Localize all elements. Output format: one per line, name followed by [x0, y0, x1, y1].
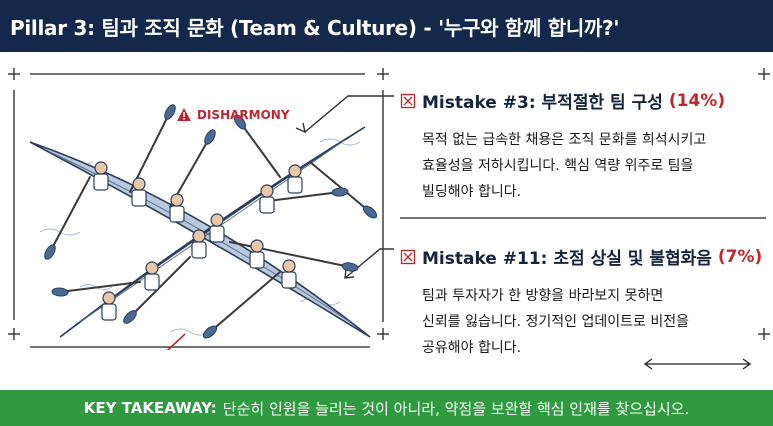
checkbox-x-icon: [400, 249, 416, 264]
mistake-title: Mistake #11: 초점 상실 및 불협화음 (7%): [400, 244, 762, 269]
key-takeaway-text: 단순히 인원을 늘리는 것이 아니라, 약점을 보완할 핵심 인재를 찾으십시오…: [222, 399, 690, 418]
content-area: DISHARMONY Mistake #3: 부적절한 팀 구성 (14%) 목…: [0, 52, 773, 390]
disharmony-warning: DISHARMONY: [176, 107, 290, 122]
checkbox-x-icon: [400, 93, 416, 108]
warning-label: DISHARMONY: [197, 107, 290, 122]
page-title: Pillar 3: 팀과 조직 문화 (Team & Culture) - '누…: [10, 15, 620, 40]
mistake-card-11: Mistake #11: 초점 상실 및 불협화음 (7%) 팀과 투자자가 한…: [400, 244, 762, 361]
mistake-description: 목적 없는 급속한 채용은 조직 문화를 희석시키고 효율성을 저하시킵니다. …: [422, 132, 707, 200]
mistake-title: Mistake #3: 부적절한 팀 구성 (14%): [400, 88, 760, 113]
mistake-card-3: Mistake #3: 부적절한 팀 구성 (14%) 목적 없는 급속한 채용…: [400, 88, 760, 205]
header-bar: Pillar 3: 팀과 조직 문화 (Team & Culture) - '누…: [0, 0, 773, 52]
key-takeaway-label: KEY TAKEAWAY:: [83, 399, 217, 417]
warning-triangle-icon: [177, 108, 191, 121]
mistake-description: 팀과 투자자가 한 방향을 바라보지 못하면 신뢰를 잃습니다. 정기적인 업데…: [422, 288, 689, 356]
key-takeaway-bar: KEY TAKEAWAY: 단순히 인원을 늘리는 것이 아니라, 약점을 보완…: [0, 390, 773, 426]
rowing-boats-illustration: [29, 104, 378, 350]
